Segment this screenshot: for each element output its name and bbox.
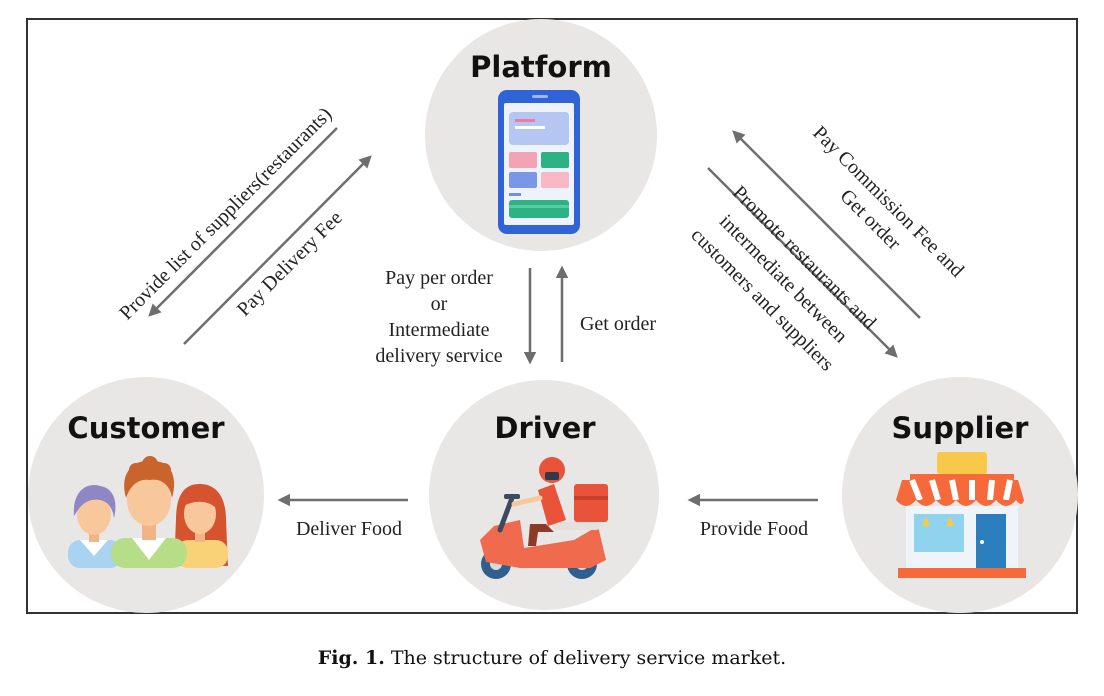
- label-pay-per-order-line-3: Intermediate: [388, 319, 489, 341]
- label-pay-commission-line-1: Pay Commission Fee and: [808, 122, 968, 282]
- label-pay-per-order-line-1: Pay per order: [385, 267, 493, 289]
- smartphone-icon: [498, 90, 580, 234]
- delivery-market-diagram: Platform Customer Driver Supplier: [28, 19, 1078, 613]
- label-deliver-food: Deliver Food: [296, 518, 402, 540]
- label-get-order-driver: Get order: [580, 313, 656, 335]
- arrow-platform-to-customer: [148, 127, 338, 317]
- arrow-customer-to-platform: [183, 155, 372, 345]
- driver-title: Driver: [494, 411, 596, 445]
- arrow-platform-to-supplier: [707, 167, 898, 358]
- customers-icon: [68, 456, 228, 568]
- platform-title: Platform: [470, 50, 612, 84]
- storefront-icon: [896, 452, 1026, 578]
- supplier-title: Supplier: [892, 411, 1030, 445]
- customer-title: Customer: [67, 411, 225, 445]
- label-provide-food: Provide Food: [700, 518, 808, 540]
- figure-caption-text: The structure of delivery service market…: [390, 647, 787, 669]
- label-pay-delivery-fee: Pay Delivery Fee: [233, 207, 347, 321]
- figure-label: Fig. 1.: [317, 647, 385, 669]
- scooter-driver-icon: [480, 457, 608, 579]
- label-pay-per-order-line-2: or: [431, 293, 448, 315]
- label-pay-per-order-line-4: delivery service: [375, 345, 502, 367]
- label-provide-list: Provide list of suppliers(restaurants): [115, 103, 336, 324]
- figure-caption: Fig. 1.The structure of delivery service…: [0, 647, 1104, 669]
- arrow-supplier-to-platform: [732, 130, 921, 319]
- diagram-frame: [26, 18, 1078, 614]
